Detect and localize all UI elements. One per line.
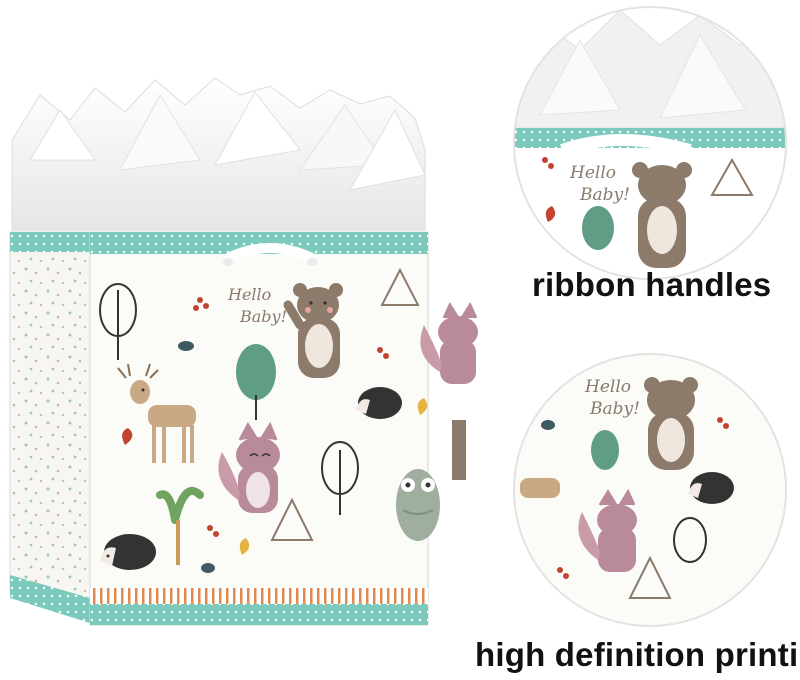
detail-circle-ribbon: Hello Baby! bbox=[513, 6, 787, 280]
detail-greeting-1: Hello bbox=[569, 163, 616, 183]
caption-high-definition-printing: high definition printing bbox=[475, 636, 800, 673]
ribbon-handle bbox=[225, 243, 315, 263]
detail-greeting-2: Baby! bbox=[579, 185, 630, 205]
owl-illustration bbox=[396, 469, 440, 541]
bear-illustration bbox=[283, 283, 343, 378]
detail-circle-printing: Hello Baby! bbox=[513, 353, 787, 627]
berries-illustration bbox=[122, 297, 428, 573]
gift-bag: Hello Baby! bbox=[9, 77, 478, 626]
fox-illustration-2 bbox=[420, 301, 478, 384]
detail-greeting-4: Baby! bbox=[589, 399, 640, 419]
tissue-paper bbox=[11, 77, 426, 231]
detail-greeting-3: Hello bbox=[584, 377, 631, 397]
hedgehog-illustration-2 bbox=[356, 387, 402, 419]
greeting-line-1: Hello bbox=[227, 285, 271, 304]
fox-illustration bbox=[218, 421, 280, 513]
greeting-line-2: Baby! bbox=[239, 307, 287, 326]
hedgehog-illustration bbox=[100, 534, 156, 570]
caption-ribbon-handles: ribbon handles bbox=[532, 266, 772, 303]
deer-illustration bbox=[117, 363, 196, 463]
tree-illustration bbox=[99, 267, 466, 565]
